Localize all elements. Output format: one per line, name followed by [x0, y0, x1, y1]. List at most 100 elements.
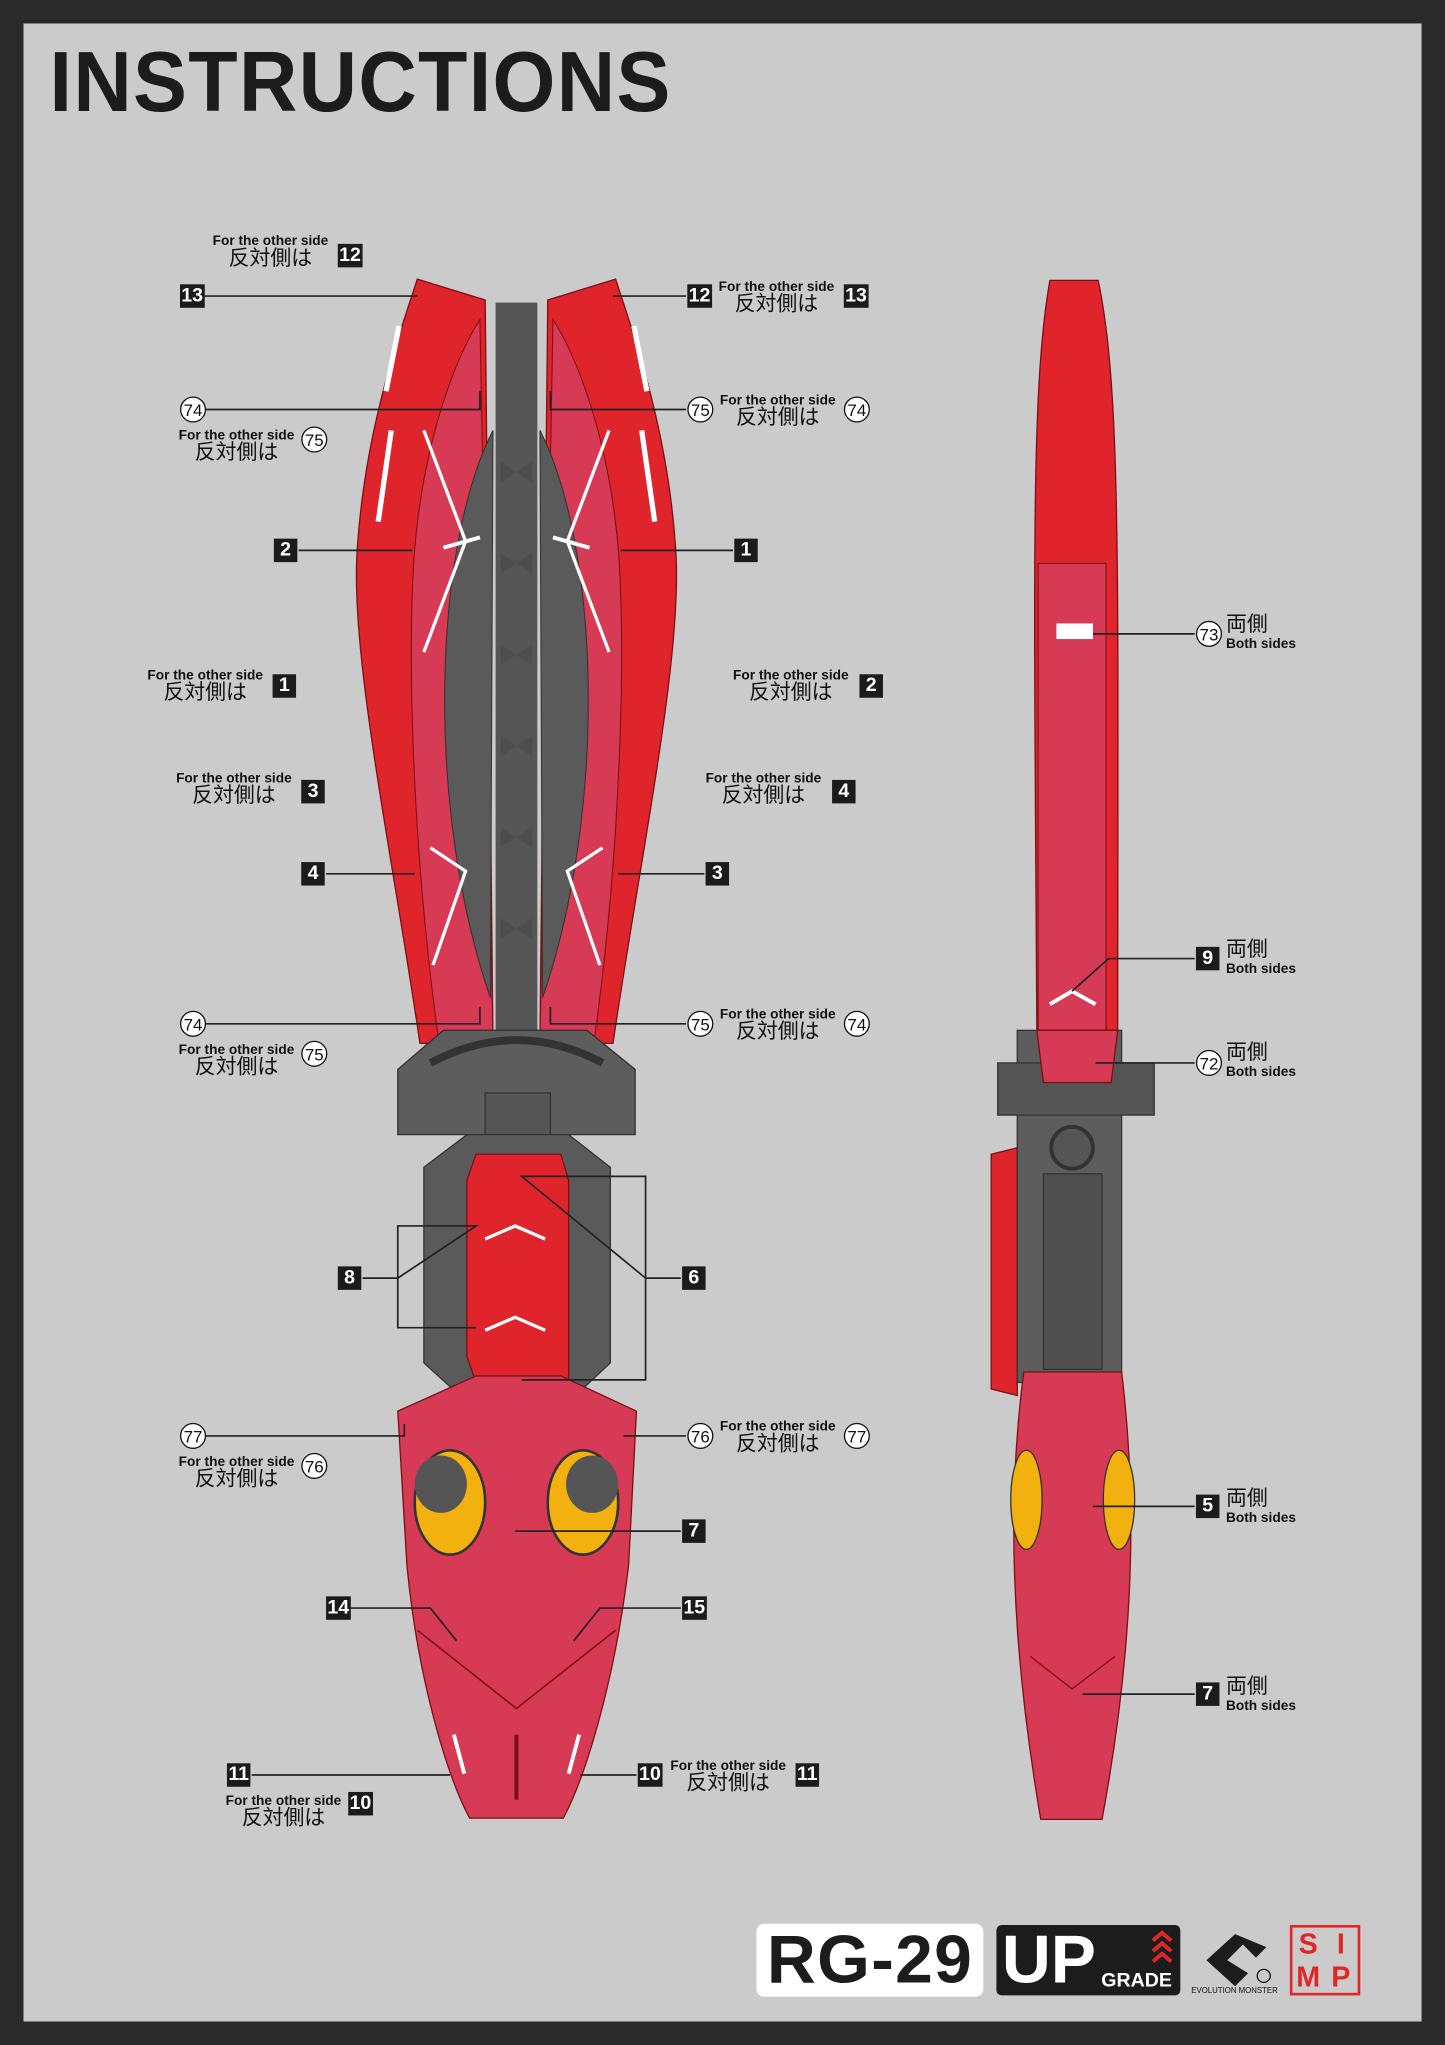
both-jp: 両側: [1225, 1488, 1268, 1511]
note-en: For the other side: [178, 1454, 295, 1470]
decal-number-badge: 13: [179, 284, 205, 308]
note-jp: 反対側は: [686, 1772, 770, 1795]
leader-line: [1071, 957, 1195, 992]
decal-number-circle: 76: [687, 1422, 714, 1449]
decal-number-badge: 2: [859, 674, 883, 698]
both-jp: 両側: [1225, 614, 1268, 637]
note-jp: 反対側は: [192, 785, 276, 808]
both-en: Both sides: [1225, 1697, 1296, 1714]
note-en: For the other side: [719, 1418, 836, 1435]
decal-number-badge: 13: [843, 284, 869, 308]
both-en: Both sides: [1225, 636, 1296, 652]
note-en: For the other side: [718, 279, 835, 295]
leader-line: [549, 391, 687, 411]
decal-number-badge: 1: [272, 674, 297, 698]
note-en: For the other side: [178, 1042, 295, 1058]
note-jp: 反対側は: [194, 1468, 279, 1491]
evolution-monster-text: EVOLUTION MONSTER: [1191, 1987, 1278, 1996]
decal-number-badge: 15: [682, 1596, 707, 1620]
decal-number-badge: 11: [226, 1763, 251, 1787]
evolution-monster-icon: [1205, 1934, 1271, 1987]
both-jp: 両側: [1225, 1042, 1268, 1065]
decal-number-circle: 75: [301, 1040, 328, 1067]
decal-number-badge: 12: [687, 284, 712, 308]
decal-number-badge: 11: [795, 1763, 820, 1787]
note-jp: 反対側は: [735, 1433, 820, 1456]
note-jp: 反対側は: [194, 1056, 279, 1079]
leader-line: [362, 1225, 479, 1329]
simp-letter: S: [1298, 1927, 1318, 1961]
decal-number-badge: 3: [301, 779, 325, 804]
both-en: Both sides: [1225, 1509, 1296, 1526]
note-jp: 反対側は: [228, 247, 313, 270]
note-jp: 反対側は: [721, 785, 806, 808]
decal-number-circle: 73: [1195, 620, 1223, 647]
decal-number-badge: 7: [1195, 1682, 1220, 1706]
decal-number-badge: 4: [832, 779, 856, 804]
chevron-up-icon: [1151, 1930, 1172, 1964]
collar: [397, 1029, 636, 1136]
note-jp: 反対側は: [735, 1021, 820, 1044]
decal-number-badge: 7: [682, 1519, 706, 1543]
simp-letter: M: [1296, 1960, 1321, 1993]
decal-number-circle: 72: [1195, 1049, 1223, 1076]
up-text: UP: [1001, 1922, 1097, 1999]
note-en: For the other side: [732, 667, 849, 684]
note-en: For the other side: [225, 1793, 342, 1809]
decal-number-badge: 8: [337, 1266, 362, 1290]
leader-line: [206, 1424, 406, 1437]
decal-number-circle: 74: [179, 396, 207, 423]
decal-number-circle: 75: [301, 426, 328, 453]
front-view-figure: [355, 278, 676, 1819]
decal-number-badge: 14: [326, 1596, 351, 1620]
upgrade-side: GRADE: [1101, 1925, 1172, 1995]
leader-line: [573, 1607, 681, 1642]
decal-number-badge: 2: [273, 538, 298, 563]
decal-number-badge: 9: [1195, 946, 1220, 971]
both-en: Both sides: [1225, 1063, 1296, 1080]
both-jp: 両側: [1225, 939, 1268, 962]
decal-number-circle: 76: [301, 1452, 328, 1479]
note-jp: 反対側は: [241, 1807, 326, 1830]
model-logo: RG-29: [756, 1923, 984, 1997]
note-en: For the other side: [178, 427, 295, 444]
note-en: For the other side: [705, 770, 822, 787]
left-wing-panel: [355, 278, 494, 1045]
leader-line: [206, 1006, 481, 1025]
leader-line: [206, 391, 481, 411]
page-title: INSTRUCTIONS: [49, 35, 672, 131]
decal-number-badge: 10: [637, 1763, 663, 1787]
decal-number-badge: 12: [337, 243, 363, 268]
note-en: For the other side: [176, 770, 292, 787]
leader-line: [350, 1607, 458, 1642]
side-view-figure: [990, 279, 1155, 1821]
note-jp: 反対側は: [194, 442, 279, 465]
note-jp: 反対側は: [735, 406, 820, 430]
decal-number-badge: 6: [682, 1266, 706, 1290]
decal-number-badge: 1: [734, 538, 758, 563]
decal-number-badge: 5: [1195, 1494, 1220, 1519]
note-jp: 反対側は: [163, 682, 247, 705]
decal-number-badge: 4: [301, 862, 325, 886]
decal-number-circle: 75: [687, 396, 714, 423]
upgrade-logo: UP GRADE: [996, 1922, 1180, 1999]
